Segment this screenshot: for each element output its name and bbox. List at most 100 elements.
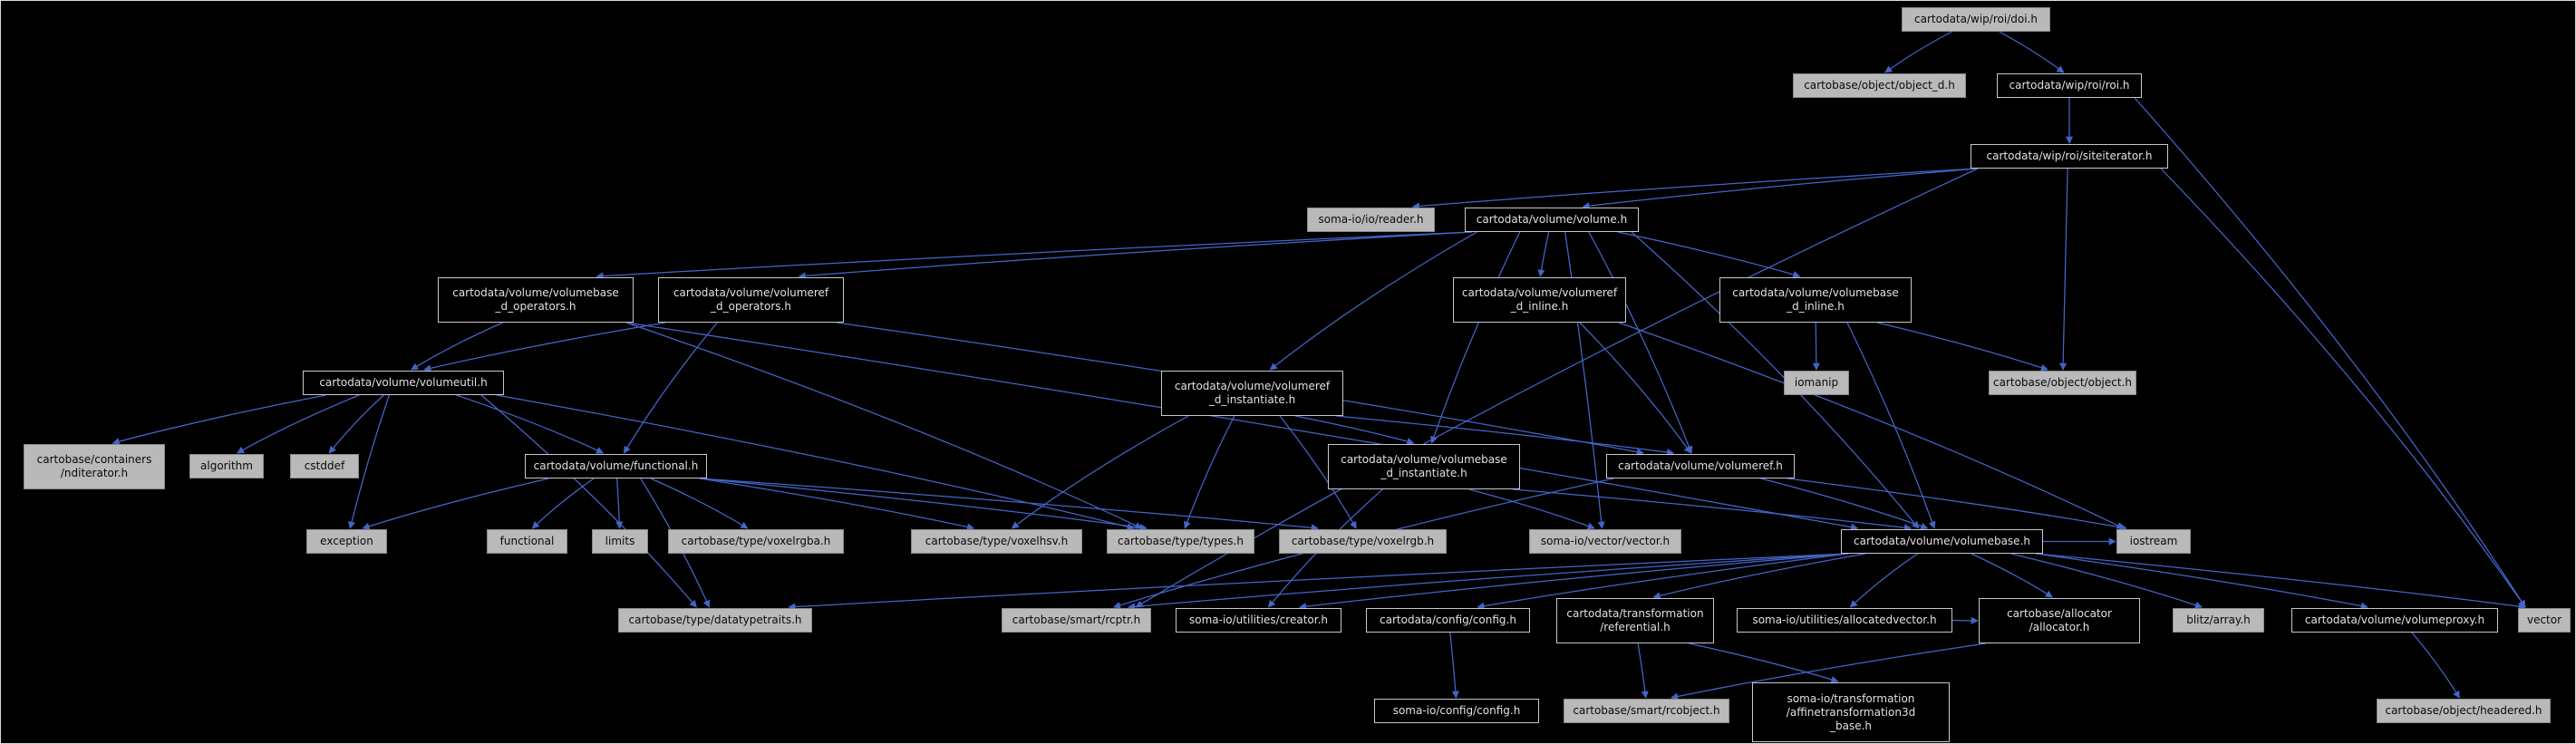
edge-volumebase-vector	[2035, 553, 2526, 611]
graph-node-volumeutil[interactable]: cartodata/volume/volumeutil.h	[303, 371, 504, 395]
graph-node-label: cartobase/smart/rcptr.h	[1012, 614, 1141, 626]
graph-node-label: cartodata/volume/volumeref	[673, 286, 829, 299]
edge-vr_ops-functional_h	[623, 322, 718, 454]
graph-node-label: cartobase/object/object.h	[1993, 376, 2132, 389]
graph-node-referential[interactable]: cartodata/transformation/referential.h	[1556, 598, 1714, 643]
graph-node-label: cartobase/type/types.h	[1118, 535, 1244, 547]
graph-node-volume[interactable]: cartodata/volume/volume.h	[1465, 208, 1639, 232]
edge-volumeutil-exception	[348, 394, 390, 529]
edge-volumebase-volumeproxy	[2035, 553, 2368, 610]
graph-node-label: cartodata/wip/roi/doi.h	[1914, 13, 2038, 25]
graph-node-datatypetraits[interactable]: cartobase/type/datatypetraits.h	[618, 608, 812, 633]
graph-node-label: soma-io/transformation	[1787, 691, 1915, 705]
edge-volume-vr_inst	[1269, 231, 1477, 371]
graph-node-allocatedvector[interactable]: soma-io/utilities/allocatedvector.h	[1737, 608, 1952, 633]
edge-volumeutil-datatypetraits	[480, 394, 697, 608]
graph-node-doi[interactable]: cartodata/wip/roi/doi.h	[1902, 7, 2050, 32]
graph-node-label: cartobase/containers	[36, 453, 152, 466]
graph-node-label: cartobase/type/datatypetraits.h	[628, 614, 802, 626]
edge-vb_inst-volumebase	[1512, 488, 1913, 532]
graph-node-label: _base.h	[1829, 719, 1873, 732]
edge-config_cd-somaio_config	[1449, 632, 1459, 699]
edge-volume-somaio_vector	[1564, 231, 1605, 529]
graph-node-nditerator[interactable]: cartobase/containers/nditerator.h	[24, 444, 165, 489]
graph-node-object[interactable]: cartobase/object/object.h	[1989, 371, 2136, 395]
edge-volume-vr_inline	[1537, 231, 1550, 277]
edge-volumebase-allocator	[1971, 553, 2053, 598]
graph-node-vb_inst[interactable]: cartodata/volume/volumebase_d_instantiat…	[1328, 444, 1520, 489]
edge-siteiterator-reader	[1411, 168, 1979, 210]
edge-functional_h-voxelhsv	[699, 478, 975, 531]
edge-vb_ops-types	[625, 322, 1143, 529]
graph-node-creator[interactable]: soma-io/utilities/creator.h	[1176, 608, 1341, 633]
edge-volumebase-datatypetraits	[788, 553, 1849, 611]
graph-node-vr_ops[interactable]: cartodata/volume/volumeref_d_operators.h	[658, 277, 844, 323]
graph-node-label: cartodata/volume/volumebase	[1732, 286, 1899, 299]
graph-node-vb_ops[interactable]: cartodata/volume/volumebase_d_operators.…	[438, 277, 634, 323]
graph-node-voxelrgb[interactable]: cartobase/type/voxelrgb.h	[1279, 529, 1447, 554]
graph-node-allocator[interactable]: cartobase/allocator/allocator.h	[1979, 598, 2140, 643]
graph-node-functional_h[interactable]: cartodata/volume/functional.h	[525, 454, 707, 478]
graph-node-reader[interactable]: soma-io/io/reader.h	[1307, 208, 1435, 232]
edge-volume-vb_inst	[1430, 231, 1521, 444]
edge-referential-rcobject	[1637, 643, 1649, 699]
graph-node-somaio_config[interactable]: soma-io/config/config.h	[1374, 699, 1539, 723]
graph-node-label: cartodata/volume/volumeutil.h	[319, 376, 488, 389]
graph-node-algorithm[interactable]: algorithm	[189, 454, 264, 478]
graph-node-config_cd[interactable]: cartodata/config/config.h	[1366, 608, 1530, 633]
graph-node-label: _d_operators.h	[495, 300, 576, 313]
graph-node-vb_inline[interactable]: cartodata/volume/volumebase_d_inline.h	[1719, 277, 1912, 323]
graph-node-vr_inst[interactable]: cartodata/volume/volumeref_d_instantiate…	[1161, 371, 1343, 416]
edge-volume-vr_ops	[798, 231, 1473, 280]
graph-node-types[interactable]: cartobase/type/types.h	[1107, 529, 1254, 554]
graph-node-functional[interactable]: functional	[487, 529, 567, 554]
graph-node-volumebase[interactable]: cartodata/volume/volumebase.h	[1841, 529, 2043, 554]
graph-node-label: cstddef	[304, 459, 345, 472]
graph-node-exception[interactable]: exception	[306, 529, 387, 554]
graph-node-cstddef[interactable]: cstddef	[290, 454, 359, 478]
graph-node-roi[interactable]: cartodata/wip/roi/roi.h	[1997, 73, 2142, 98]
graph-node-vector[interactable]: vector	[2518, 608, 2571, 633]
graph-node-label: cartodata/volume/functional.h	[533, 459, 699, 472]
edge-functional_h-types	[699, 478, 1148, 532]
edge-volumebase-referential	[1652, 553, 1865, 600]
edge-volume-vb_ops	[596, 231, 1473, 280]
graph-node-voxelhsv[interactable]: cartobase/type/voxelhsv.h	[911, 529, 1082, 554]
edge-vr_inst-voxelrgb	[1279, 415, 1357, 529]
graph-node-label: cartodata/volume/volumebase.h	[1854, 535, 2030, 547]
graph-node-label: cartobase/type/voxelrgb.h	[1291, 535, 1435, 547]
graph-node-label: cartobase/object/headered.h	[2385, 704, 2542, 717]
graph-node-object_d[interactable]: cartobase/object/object_d.h	[1793, 73, 1966, 98]
edge-volume-vb_inline	[1617, 231, 1801, 278]
graph-node-voxelrgba[interactable]: cartobase/type/voxelrgba.h	[668, 529, 844, 554]
graph-node-iomanip[interactable]: iomanip	[1784, 371, 1849, 395]
graph-node-blitz[interactable]: blitz/array.h	[2173, 608, 2264, 633]
graph-node-rcobject[interactable]: cartobase/smart/rcobject.h	[1564, 699, 1729, 723]
graph-node-volumeproxy[interactable]: cartodata/volume/volumeproxy.h	[2291, 608, 2498, 633]
graph-node-vr_inline[interactable]: cartodata/volume/volumeref_d_inline.h	[1453, 277, 1626, 323]
graph-node-affine3d[interactable]: soma-io/transformation/affinetransformat…	[1752, 682, 1950, 742]
graph-node-siteiterator[interactable]: cartodata/wip/roi/siteiterator.h	[1971, 144, 2168, 169]
graph-node-label: vector	[2526, 614, 2562, 626]
edge-volume-volumeref	[1588, 231, 1693, 454]
graph-node-rcptr[interactable]: cartobase/smart/rcptr.h	[1002, 608, 1151, 633]
graph-node-headered[interactable]: cartobase/object/headered.h	[2377, 699, 2551, 723]
graph-node-label: algorithm	[200, 459, 253, 472]
graph-node-label: _d_inline.h	[1510, 300, 1569, 313]
edge-allocator-rcobject	[1671, 643, 1987, 701]
edge-functional_h-limits	[615, 478, 624, 529]
graph-node-label: _d_operators.h	[711, 300, 791, 313]
graph-node-label: cartobase/type/voxelhsv.h	[925, 535, 1069, 547]
edge-volumeutil-algorithm	[236, 394, 360, 454]
edge-allocatedvector-allocator	[1951, 616, 1979, 624]
graph-node-volumeref[interactable]: cartodata/volume/volumeref.h	[1606, 454, 1795, 478]
graph-node-somaio_vector[interactable]: soma-io/vector/vector.h	[1529, 529, 1681, 554]
graph-node-iostream[interactable]: iostream	[2116, 529, 2191, 554]
edge-volumeref-volumebase	[1760, 478, 1929, 530]
edge-vb_inline-volumebase	[1846, 322, 1936, 529]
edge-vb_ops-volumebase	[625, 322, 1859, 531]
graph-node-label: cartodata/volume/volumeref	[1461, 286, 1618, 299]
edge-volumebase-config_cd	[1477, 553, 1849, 610]
graph-node-limits[interactable]: limits	[592, 529, 648, 554]
